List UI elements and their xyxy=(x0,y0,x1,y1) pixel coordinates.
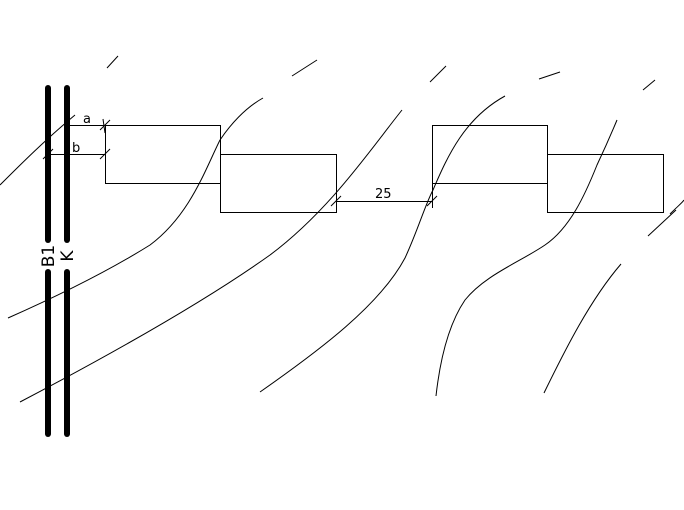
building-4 xyxy=(547,154,664,213)
contour-line xyxy=(642,79,656,91)
building-1 xyxy=(105,125,221,184)
buildings xyxy=(105,125,664,213)
contour-line xyxy=(543,263,622,394)
dimension-a xyxy=(67,118,111,134)
dimension-gap xyxy=(330,184,438,208)
contour-line xyxy=(106,55,119,69)
contour-line xyxy=(19,109,403,403)
contour-line xyxy=(291,59,318,77)
building-2 xyxy=(220,154,337,213)
contour-line xyxy=(0,114,76,186)
contour-line xyxy=(435,119,618,397)
contour-line xyxy=(669,199,684,215)
contour-line xyxy=(647,209,677,237)
contour-line xyxy=(259,95,506,393)
contour-line xyxy=(538,71,561,80)
dimension-b-label: b xyxy=(72,141,80,156)
contour-line xyxy=(429,65,447,83)
boundary-lines xyxy=(45,85,70,437)
contour-line xyxy=(7,97,264,319)
contour-lines xyxy=(0,55,684,403)
dimension-gap-label: 25 xyxy=(375,187,392,202)
building-3 xyxy=(432,125,548,184)
dimension-a-label: a xyxy=(83,112,91,127)
line-k-label: K xyxy=(58,250,78,262)
line-b1-label: B1 xyxy=(39,245,59,267)
dimension-b xyxy=(42,148,111,160)
